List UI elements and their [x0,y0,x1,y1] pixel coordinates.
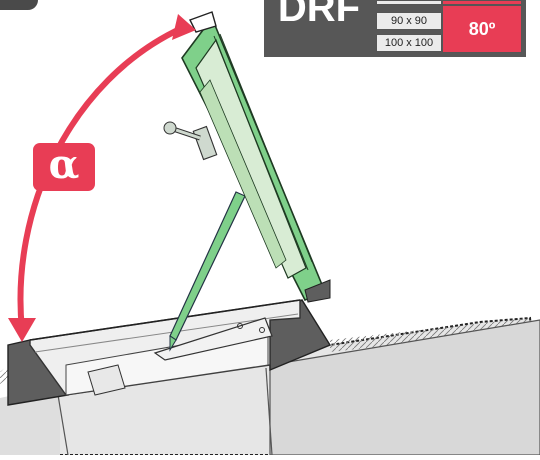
size-cell-90: 90 x 90 [376,12,442,30]
arrow-head-top [172,14,196,40]
alpha-badge: α [33,143,95,191]
hinge-mechanism [87,317,273,396]
spec-table: DRF 90 x 90 100 x 100 80º [264,0,526,57]
size-cell-clipped [376,0,442,5]
size-cell-100: 100 x 100 [376,34,442,52]
opening-angle-value: 80º [442,5,522,53]
model-code: DRF [277,0,361,30]
angle-cell-clipped [442,0,522,5]
arrow-head-bottom [8,318,36,342]
window-sash [181,11,331,303]
corner-tab [0,0,38,10]
gas-strut [163,121,246,352]
roof-slab [0,316,540,456]
